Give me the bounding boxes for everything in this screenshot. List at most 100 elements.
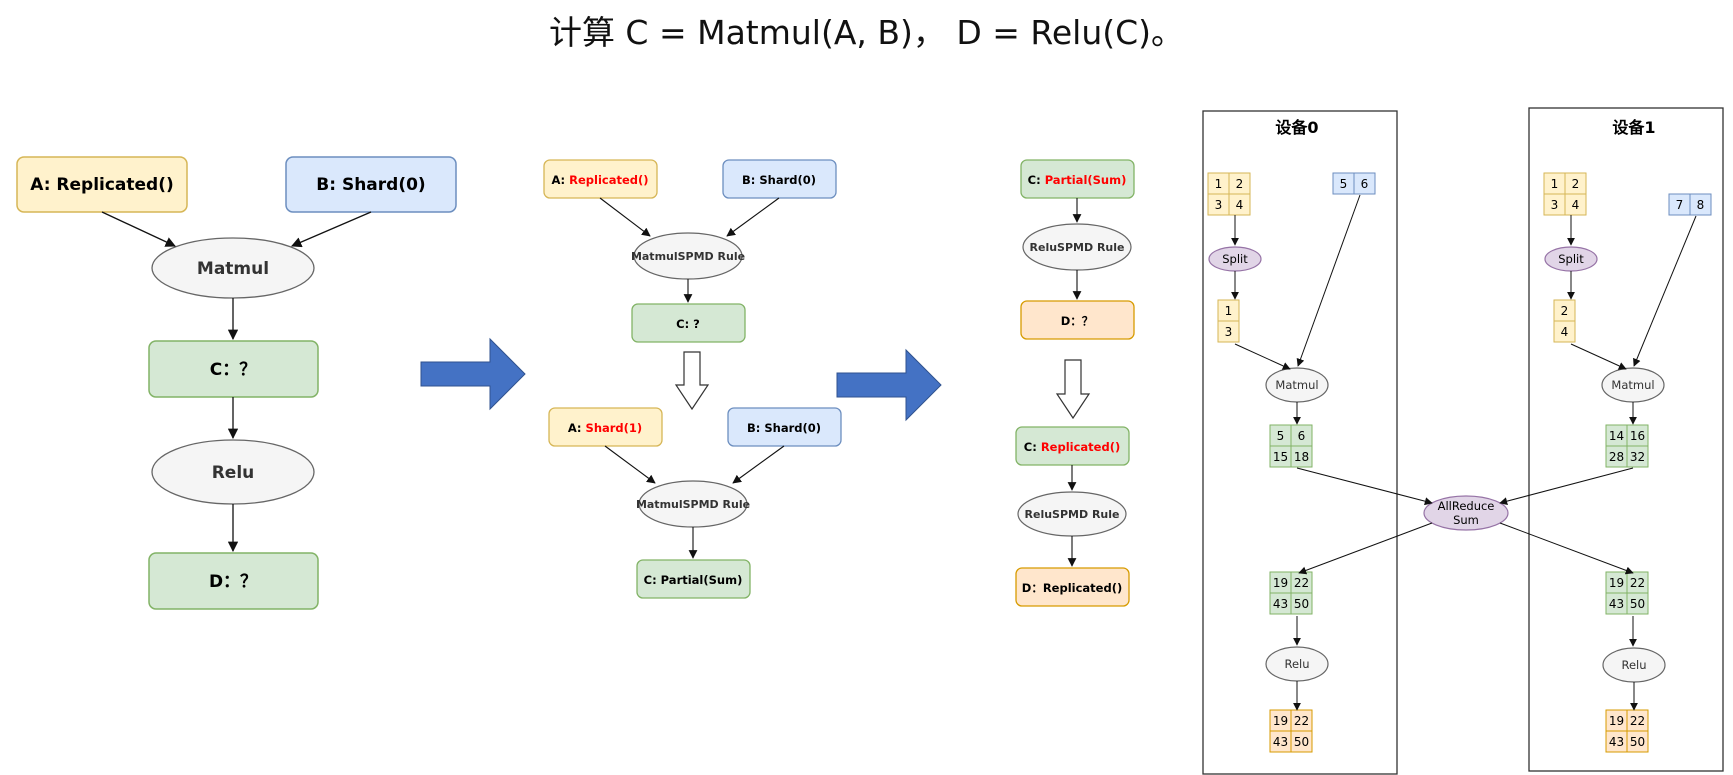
- d1-matrix-c-reduced-value: 22: [1630, 576, 1645, 590]
- d0-matmul-label: Matmul: [1275, 378, 1318, 392]
- p2-node-c2-label: C: Partial(Sum): [644, 573, 743, 587]
- d1-matrix-a-cell: [1564, 193, 1587, 216]
- d1-matrix-a-value: 1: [1551, 177, 1559, 191]
- d0-matrix-a-split-value: 1: [1225, 304, 1233, 318]
- p3-node-c2-label: C: Replicated(): [1024, 440, 1120, 454]
- d1-matrix-d-value: 19: [1609, 714, 1624, 728]
- d0-matrix-c-cell: [1290, 445, 1313, 468]
- d1-matrix-a-split-cell: [1553, 320, 1576, 343]
- d1-matrix-d-value: 43: [1609, 735, 1624, 749]
- panel-2: A: Replicated() B: Shard(0) MatmulSPMD R…: [543, 159, 842, 599]
- d1-matrix-c-value: 16: [1630, 429, 1645, 443]
- d1-matmul-label: Matmul: [1611, 378, 1654, 392]
- d1-relu-label: Relu: [1621, 658, 1646, 672]
- d0-matrix-c-reduced-value: 43: [1273, 597, 1288, 611]
- d0-matrix-a-value: 3: [1215, 198, 1223, 212]
- d0-matrix-d: 19 22 43 50: [1269, 709, 1313, 753]
- p2-node-a2-label: A: Shard(1): [568, 421, 642, 435]
- d0-matrix-c-value: 5: [1277, 429, 1285, 443]
- device-1-frame: [1528, 107, 1724, 772]
- p2-node-b1-label: B: Shard(0): [742, 173, 816, 187]
- d1-matrix-c-reduced: 19 22 43 50: [1605, 571, 1649, 615]
- d0-matrix-a-split: 13: [1217, 299, 1240, 343]
- d0-matrix-a-split-value: 3: [1225, 325, 1233, 339]
- d0-matrix-d-value: 19: [1273, 714, 1288, 728]
- d0-relu-label: Relu: [1284, 657, 1309, 671]
- d1-matrix-d: 19 22 43 50: [1605, 709, 1649, 753]
- d0-matrix-b-cell: [1353, 172, 1376, 195]
- matmul-op-label: Matmul: [197, 259, 269, 279]
- d1-matrix-d-value: 50: [1630, 735, 1645, 749]
- d1-matrix-b-value: 8: [1697, 198, 1705, 212]
- d1-matrix-a-value: 2: [1572, 177, 1580, 191]
- node-d-label: D：？: [209, 572, 257, 592]
- p3-node-d1: [1020, 300, 1135, 340]
- d0-matrix-d-value: 43: [1273, 735, 1288, 749]
- p2-node-a1-label: A: Replicated(): [551, 173, 648, 187]
- d0-matrix-c-reduced-cell: [1290, 592, 1313, 615]
- relu-op-label: Relu: [212, 463, 255, 483]
- d0-matrix-d-value: 22: [1294, 714, 1309, 728]
- p2-rule-2-label: MatmulSPMD Rule: [636, 498, 750, 511]
- d0-matrix-c-reduced-value: 50: [1294, 597, 1309, 611]
- p2-hollow-down-arrow: [674, 351, 710, 411]
- allreduce-op: [1423, 495, 1509, 531]
- node-a-label: A: Replicated(): [30, 175, 174, 195]
- d0-matrix-d-cell: [1290, 730, 1313, 753]
- d0-matrix-c-reduced-value: 19: [1273, 576, 1288, 590]
- p3-node-d2: [1015, 567, 1130, 607]
- panel-1: A: Replicated() B: Shard(0) Matmul C：？ R…: [16, 156, 457, 610]
- d1-matrix-c-reduced-value: 19: [1609, 576, 1624, 590]
- d0-matrix-a-split-cell: [1217, 320, 1240, 343]
- d1-matrix-b-cell: [1689, 193, 1712, 216]
- p3-node-c1-label: C: Partial(Sum): [1028, 173, 1127, 187]
- p3-rule-2-label: ReluSPMD Rule: [1025, 508, 1120, 521]
- d1-split-label: Split: [1558, 252, 1584, 266]
- d1-matrix-d-value: 22: [1630, 714, 1645, 728]
- d1-matrix-c-reduced-value: 43: [1609, 597, 1624, 611]
- p2-node-c1-label: C: ?: [676, 317, 700, 331]
- p3-rule-1-label: ReluSPMD Rule: [1030, 241, 1125, 254]
- d0-matrix-c-value: 6: [1298, 429, 1306, 443]
- d1-matrix-c-value: 14: [1609, 429, 1624, 443]
- panel-3: C: Partial(Sum) ReluSPMD Rule D：？ C: Rep…: [1015, 159, 1135, 607]
- d0-matrix-a-value: 4: [1236, 198, 1244, 212]
- d1-matrix-a-value: 4: [1572, 198, 1580, 212]
- d0-matrix-a-value: 2: [1236, 177, 1244, 191]
- p3-hollow-down-arrow: [1055, 359, 1091, 420]
- d1-matrix-b-value: 7: [1676, 198, 1684, 212]
- page-title: 计算 C = Matmul(A, B)， D = Relu(C)。: [548, 13, 1185, 52]
- d0-matrix-c-reduced-value: 22: [1294, 576, 1309, 590]
- device-1-title: 设备1: [1612, 118, 1655, 137]
- d0-split-label: Split: [1222, 252, 1248, 266]
- p2-node-c2: [636, 559, 751, 599]
- node-c-label: C：？: [210, 360, 256, 380]
- d1-matrix-a-split-value: 2: [1561, 304, 1569, 318]
- p2-node-c1: [631, 303, 746, 343]
- d1-matrix-a-split: 24: [1553, 299, 1576, 343]
- d0-matrix-d-value: 50: [1294, 735, 1309, 749]
- d1-matrix-a-split-value: 4: [1561, 325, 1569, 339]
- d0-matrix-c-reduced: 19 22 43 50: [1269, 571, 1313, 615]
- d1-matrix-d-cell: [1626, 730, 1649, 753]
- d1-matrix-c-reduced-value: 50: [1630, 597, 1645, 611]
- d1-matrix-c-value: 32: [1630, 450, 1645, 464]
- d0-matrix-a-cell: [1228, 193, 1251, 216]
- p3-node-d1-label: D：？: [1061, 314, 1094, 328]
- p2-node-b2: [727, 407, 842, 447]
- node-d: [148, 552, 319, 610]
- d0-matrix-c-value: 15: [1273, 450, 1288, 464]
- big-arrow-right-2: [836, 348, 942, 422]
- node-b-label: B: Shard(0): [316, 175, 425, 195]
- device-0-title: 设备0: [1275, 118, 1318, 137]
- p2-node-b1: [722, 159, 837, 199]
- device-0-frame: [1202, 110, 1398, 775]
